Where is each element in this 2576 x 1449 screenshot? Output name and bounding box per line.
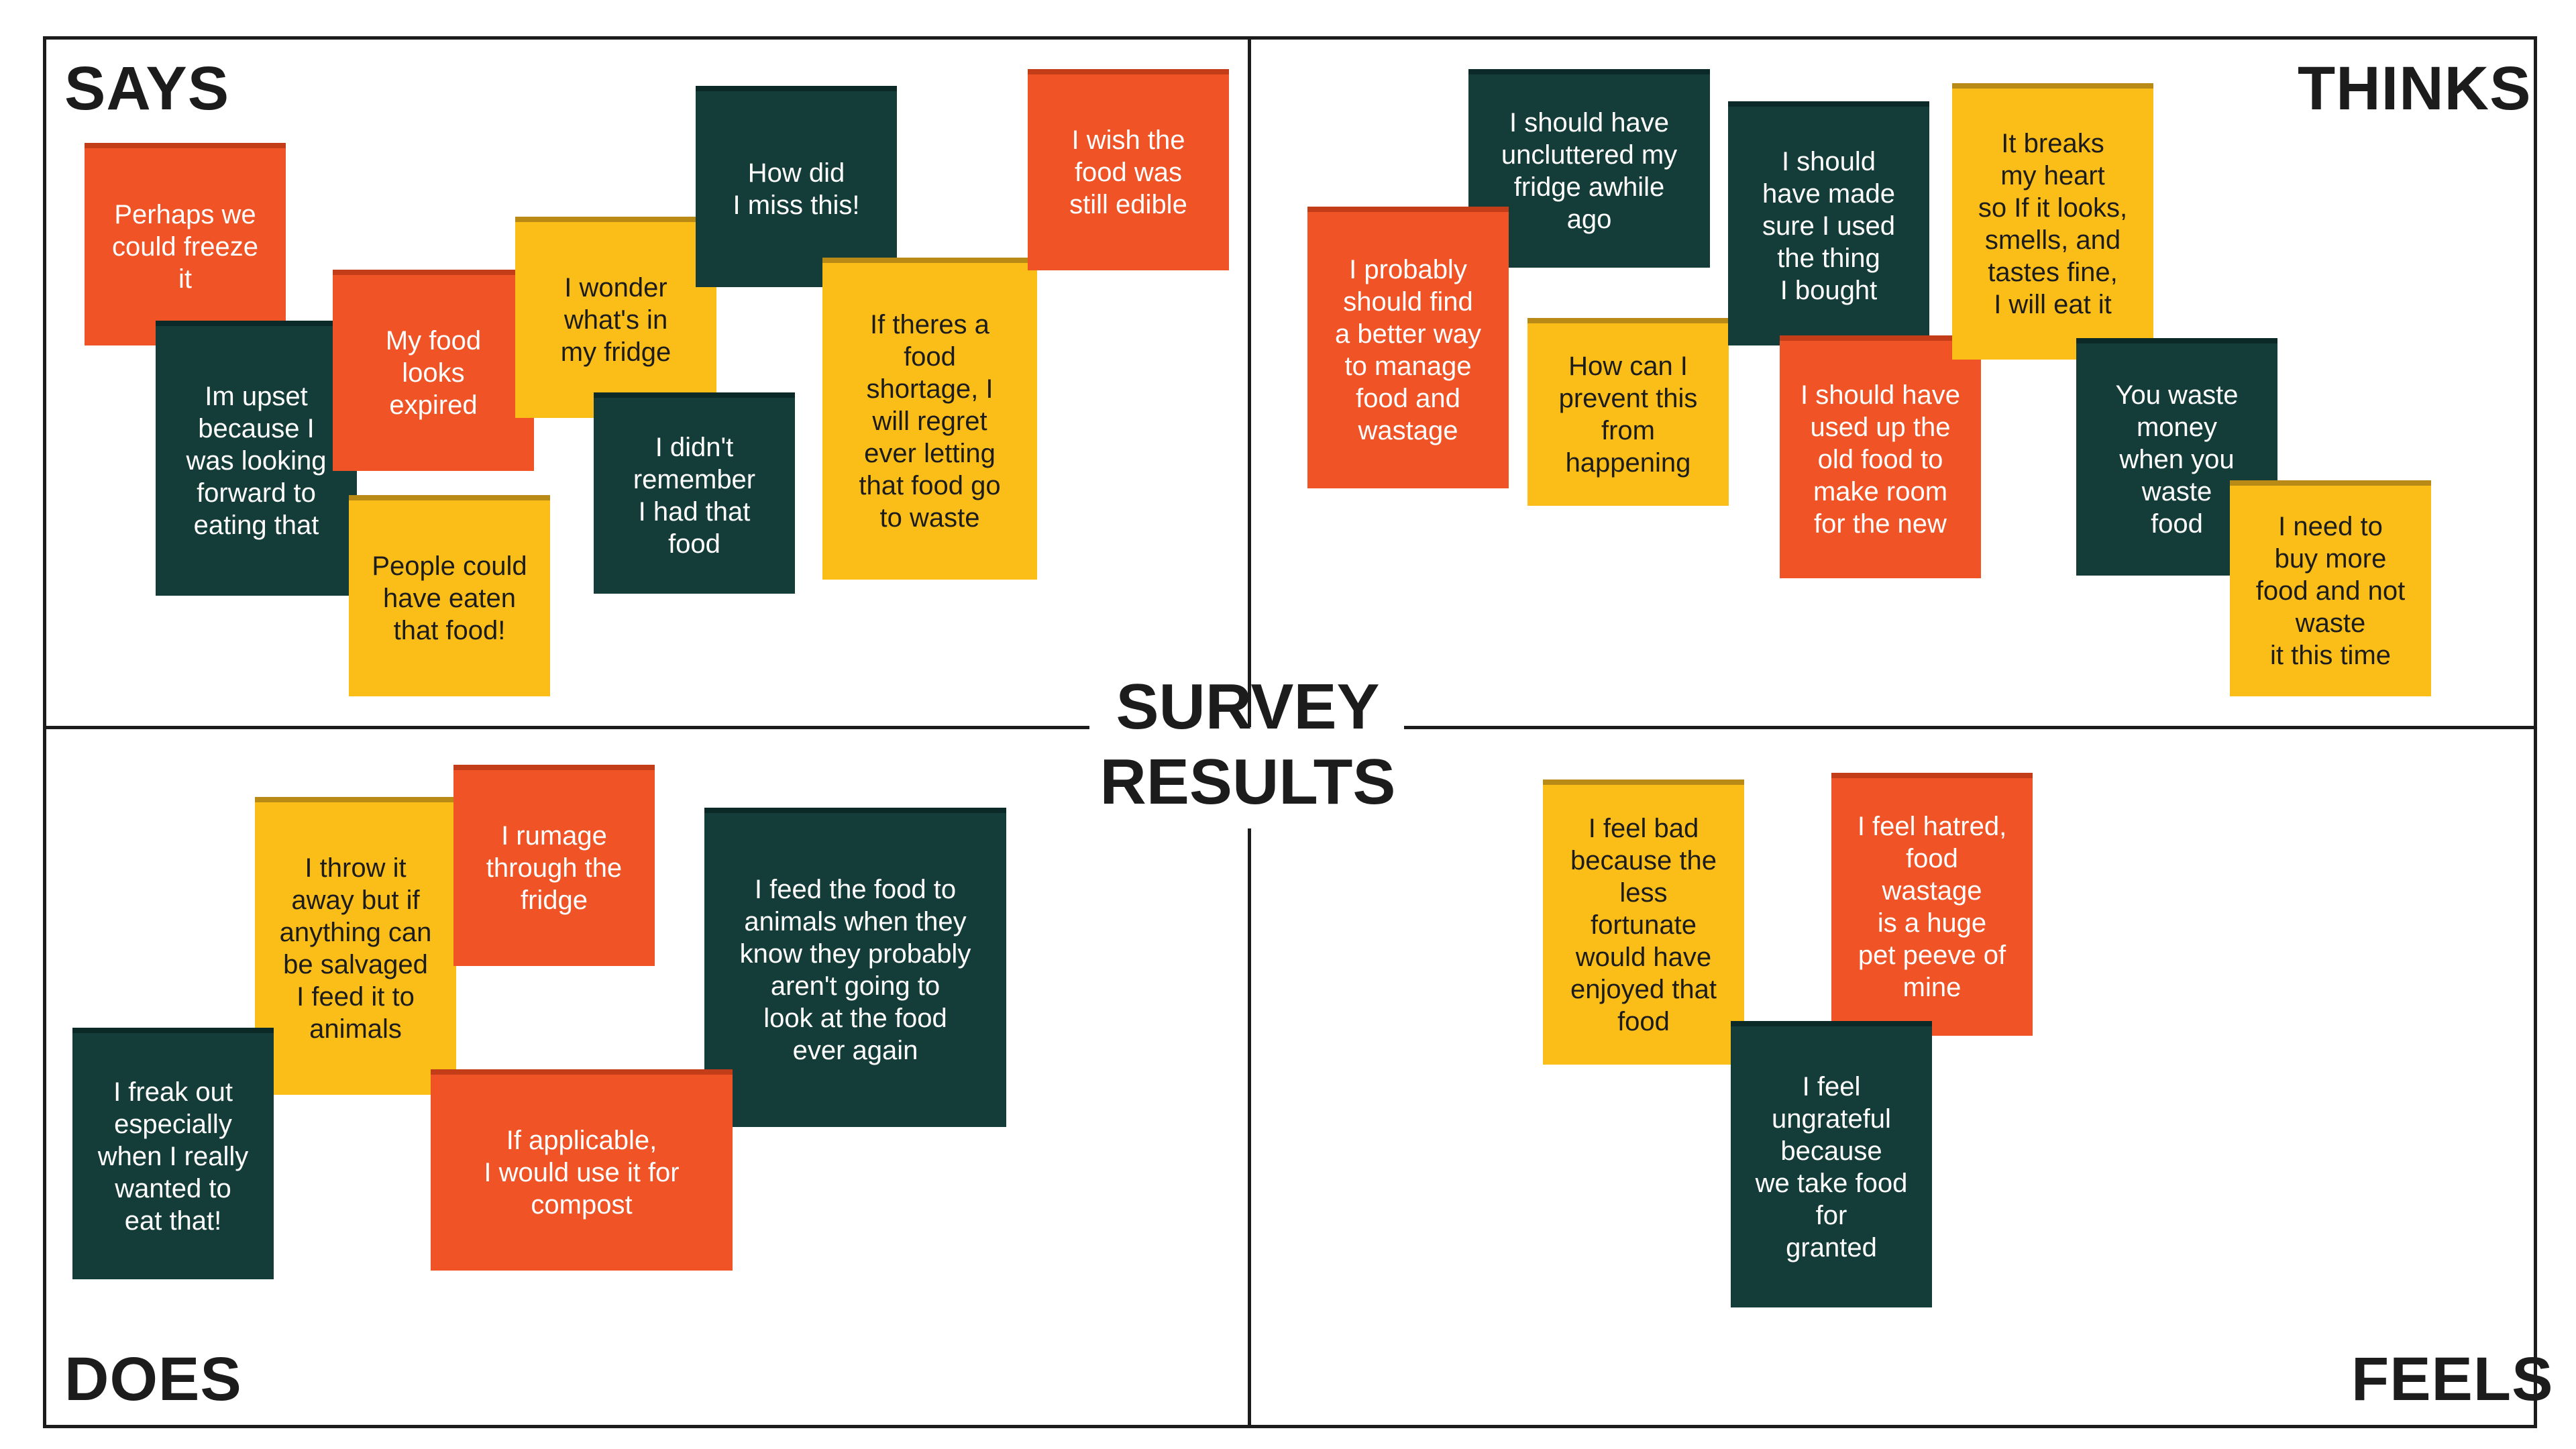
divider-horizontal-left <box>43 726 1089 729</box>
divider-vertical-top <box>1248 36 1251 727</box>
sticky-note[interactable]: How can I prevent this from happening <box>1527 318 1729 506</box>
sticky-note[interactable]: People could have eaten that food! <box>349 495 550 696</box>
survey-results-title: SURVEY RESULTS <box>1099 671 1396 818</box>
sticky-note[interactable]: I probably should find a better way to m… <box>1307 207 1509 488</box>
sticky-note[interactable]: Im upset because I was looking forward t… <box>156 321 357 596</box>
sticky-note[interactable]: I feel hatred, food wastage is a huge pe… <box>1831 773 2033 1036</box>
sticky-note[interactable]: I feed the food to animals when they kno… <box>704 808 1006 1127</box>
sticky-note[interactable]: Perhaps we could freeze it <box>85 143 286 345</box>
empathy-map-board <box>43 36 2537 1428</box>
sticky-note[interactable]: I wish the food was still edible <box>1028 69 1229 270</box>
sticky-note[interactable]: I should have uncluttered my fridge awhi… <box>1468 69 1710 268</box>
sticky-note[interactable]: My food looks expired <box>333 270 534 471</box>
sticky-note[interactable]: I need to buy more food and not waste it… <box>2230 480 2431 696</box>
sticky-note[interactable]: I throw it away but if anything can be s… <box>255 797 456 1095</box>
divider-horizontal-right <box>1404 726 2537 729</box>
sticky-note[interactable]: If theres a food shortage, I will regret… <box>822 258 1037 580</box>
quadrant-label-thinks: THINKS <box>2298 54 2532 123</box>
quadrant-label-says: SAYS <box>64 54 230 123</box>
sticky-note[interactable]: If applicable, I would use it for compos… <box>431 1069 733 1271</box>
sticky-note[interactable]: I feel ungrateful because we take food f… <box>1731 1021 1932 1307</box>
sticky-note[interactable]: I should have used up the old food to ma… <box>1780 335 1981 578</box>
divider-vertical-bottom <box>1248 828 1251 1428</box>
sticky-note[interactable]: I didn't remember I had that food <box>594 392 795 594</box>
quadrant-label-feels: FEELS <box>2351 1345 2554 1413</box>
sticky-note[interactable]: How did I miss this! <box>696 86 897 287</box>
quadrant-label-does: DOES <box>64 1345 242 1413</box>
sticky-note[interactable]: I wonder what's in my fridge <box>515 217 716 418</box>
sticky-note[interactable]: I freak out especially when I really wan… <box>72 1028 274 1279</box>
sticky-note[interactable]: It breaks my heart so If it looks, smell… <box>1952 83 2153 360</box>
sticky-note[interactable]: I feel bad because the less fortunate wo… <box>1543 780 1744 1065</box>
sticky-note[interactable]: I should have made sure I used the thing… <box>1728 101 1929 345</box>
sticky-note[interactable]: I rumage through the fridge <box>453 765 655 966</box>
